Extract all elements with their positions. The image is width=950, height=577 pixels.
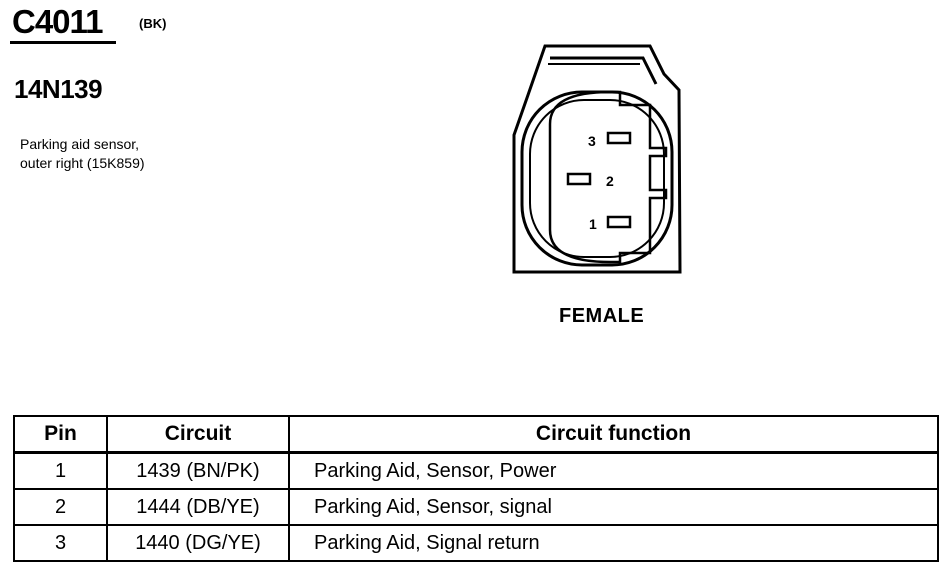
cell-function: Parking Aid, Sensor, Power	[288, 451, 939, 490]
cell-function: Parking Aid, Signal return	[288, 524, 939, 562]
housing-outer	[512, 44, 682, 274]
cell-function: Parking Aid, Sensor, signal	[288, 488, 939, 526]
pin-2-label: 2	[606, 173, 614, 189]
housing-latch	[550, 56, 658, 85]
cell-circuit: 1444 (DB/YE)	[106, 488, 290, 526]
cell-circuit: 1440 (DG/YE)	[106, 524, 290, 562]
connector-id-underline	[10, 41, 116, 44]
connector-description: Parking aid sensor, outer right (15K859)	[20, 135, 250, 173]
pin-3-label: 3	[588, 133, 596, 149]
pin-3-socket	[606, 131, 632, 145]
part-number: 14N139	[14, 74, 103, 104]
pin-1-label: 1	[589, 216, 597, 232]
pinout-table: Pin Circuit Circuit function 1 1439 (BN/…	[13, 415, 939, 562]
description-line-1: Parking aid sensor,	[20, 136, 140, 152]
pin-cavity	[548, 90, 668, 264]
cell-pin: 1	[13, 451, 108, 490]
description-line-2: outer right (15K859)	[20, 155, 145, 171]
header-circuit-function: Circuit function	[288, 415, 939, 454]
cell-circuit: 1439 (BN/PK)	[106, 451, 290, 490]
color-code: (BK)	[139, 16, 167, 31]
housing-inner-2	[529, 99, 665, 258]
table-header-row: Pin Circuit Circuit function	[13, 415, 939, 454]
table-row: 1 1439 (BN/PK) Parking Aid, Sensor, Powe…	[13, 451, 939, 490]
cell-pin: 2	[13, 488, 108, 526]
pin-2-socket	[566, 172, 592, 186]
connector-gender: FEMALE	[559, 305, 645, 327]
cell-pin: 3	[13, 524, 108, 562]
pin-1-socket	[606, 215, 632, 229]
connector-face-diagram: 3 2 1	[512, 44, 682, 274]
header-circuit: Circuit	[106, 415, 290, 454]
header-pin: Pin	[13, 415, 108, 454]
table-row: 2 1444 (DB/YE) Parking Aid, Sensor, sign…	[13, 488, 939, 526]
connector-id: C4011	[12, 3, 103, 40]
table-row: 3 1440 (DG/YE) Parking Aid, Signal retur…	[13, 524, 939, 562]
